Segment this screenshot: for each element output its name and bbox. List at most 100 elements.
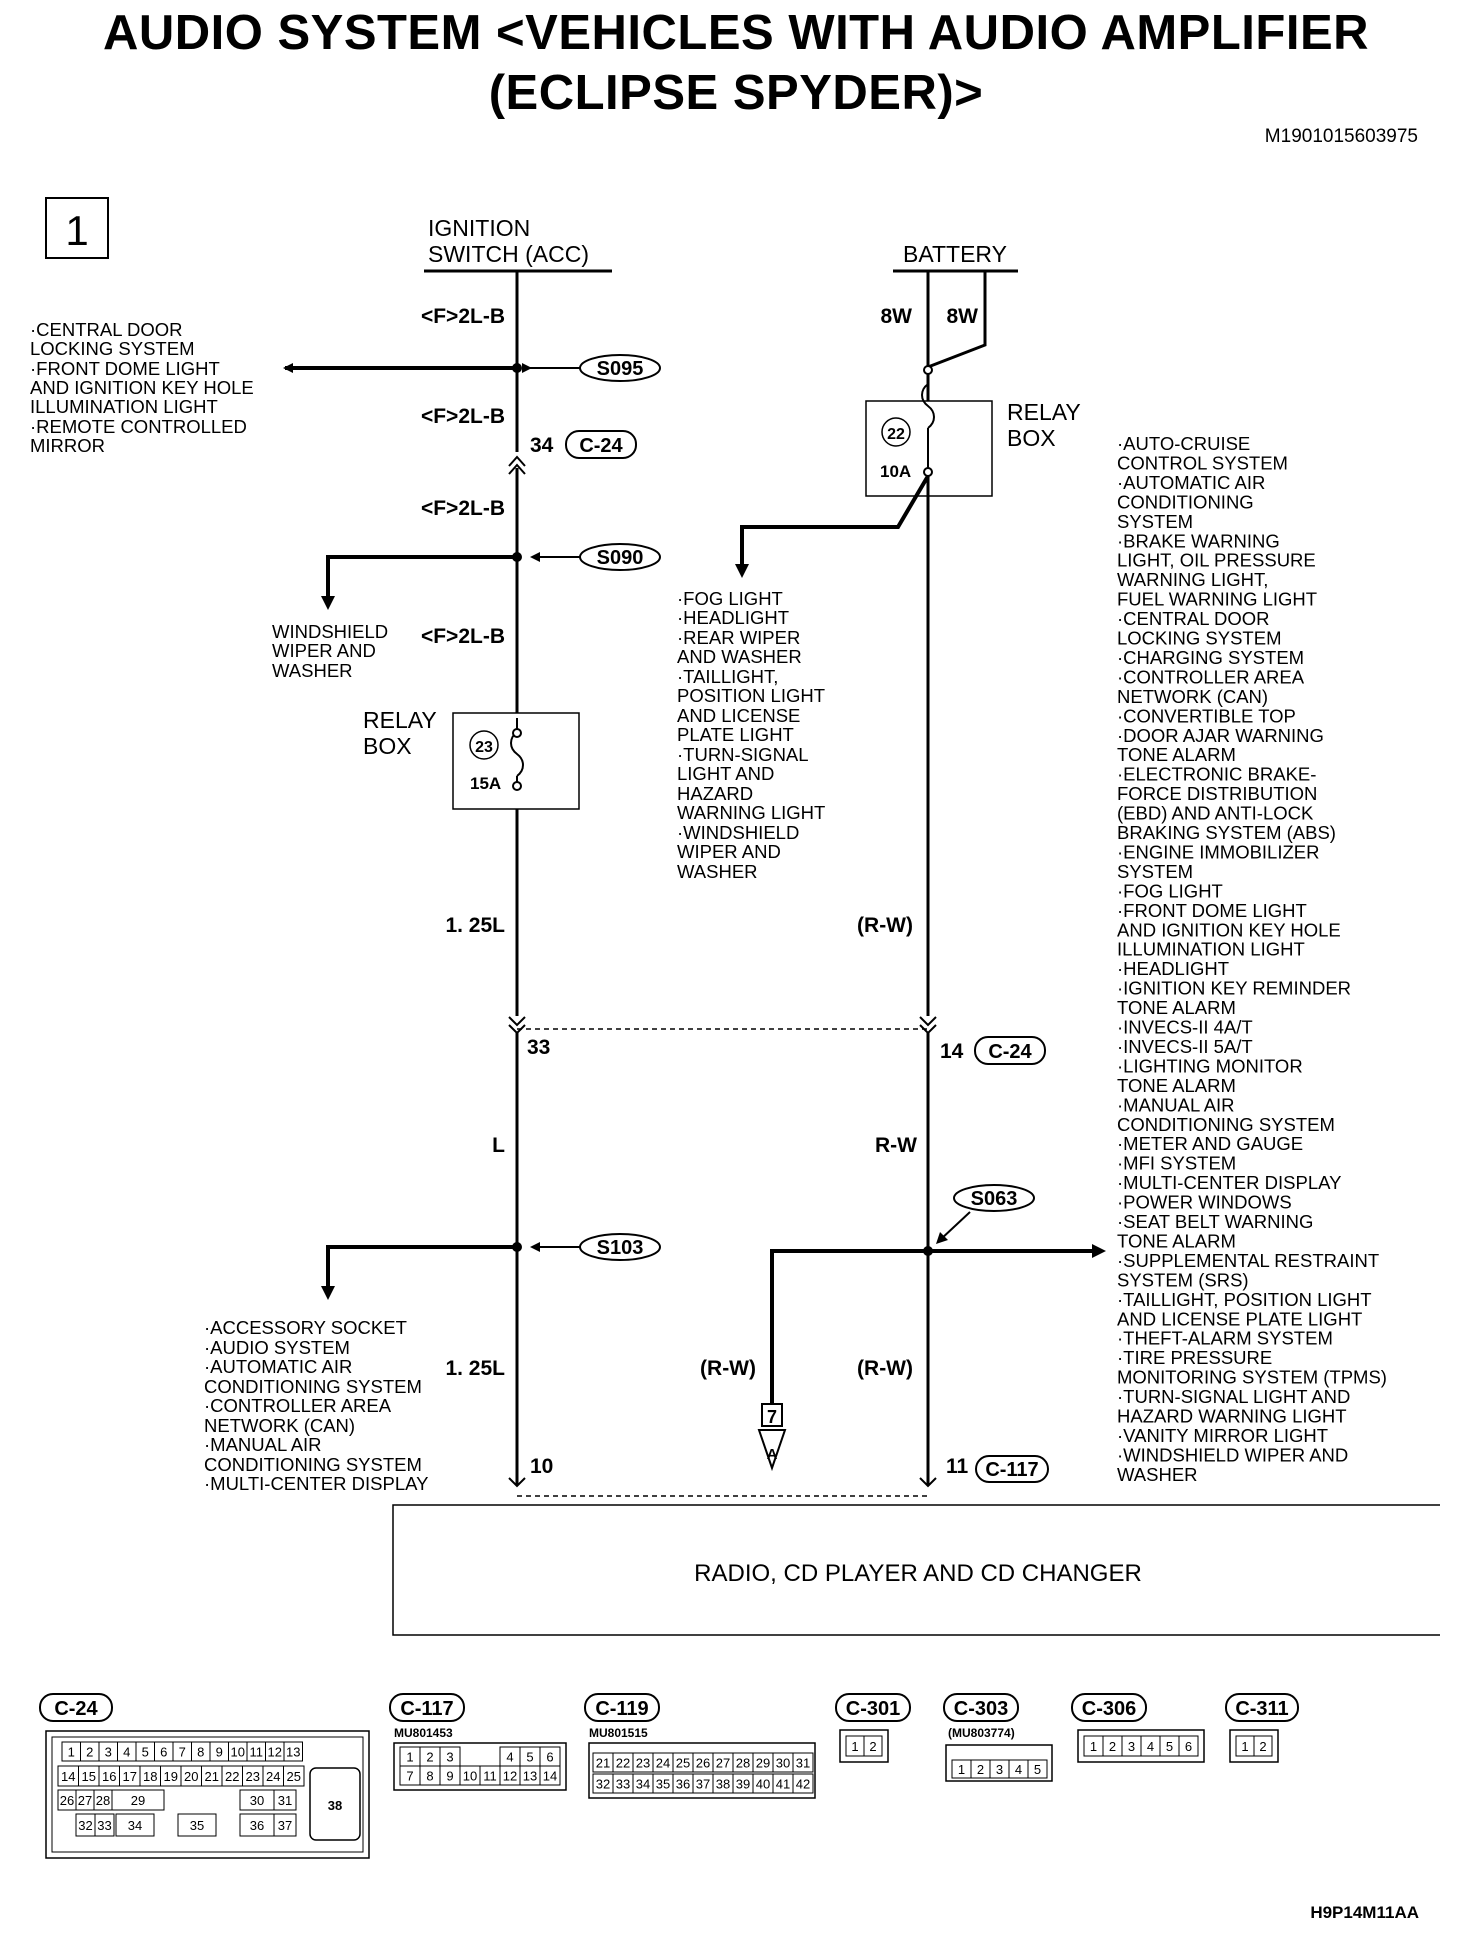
splice-label-s063: S063	[971, 1188, 1018, 1210]
svg-text:·MANUAL AIR: ·MANUAL AIR	[204, 1434, 322, 1455]
pin-number: 2	[86, 1745, 93, 1760]
connector-tag-c117	[975, 1455, 1049, 1483]
list-s063-line: LOCKING SYSTEM	[1117, 628, 1281, 649]
pin-cell	[273, 1813, 297, 1837]
svg-text:MU801515: MU801515	[589, 1726, 648, 1740]
pin-number: 26	[696, 1756, 710, 1771]
arrow-s103	[321, 1286, 335, 1300]
pin-number: 11	[250, 1745, 264, 1760]
pin-number: 27	[78, 1793, 92, 1808]
list-s063-line: SYSTEM	[1117, 511, 1193, 532]
list-s063-line: ·CHARGING SYSTEM	[1117, 647, 1304, 668]
splice-tag-s090	[579, 543, 661, 571]
ref-box	[761, 1403, 783, 1427]
pin-number: 29	[131, 1793, 145, 1808]
svg-text:·REAR WIPER: ·REAR WIPER	[677, 627, 800, 648]
list-s063-line: WARNING LIGHT,	[1117, 569, 1268, 590]
pin-number: 31	[278, 1793, 292, 1808]
list-s063-line: LIGHT, OIL PRESSURE	[1117, 550, 1316, 571]
pin-number: 3	[1128, 1739, 1135, 1754]
list-s063-line: ·ENGINE IMMOBILIZER	[1117, 841, 1320, 862]
wire-label-rw-paren-2: (R-W)	[857, 1357, 913, 1380]
wire-label-f2lb-4: <F>2L-B	[421, 625, 505, 648]
pin-number: 4	[1015, 1762, 1022, 1777]
svg-text:C-306: C-306	[1082, 1698, 1136, 1720]
pin-number: 42	[796, 1777, 810, 1792]
pin-number: 9	[446, 1769, 453, 1784]
pin-cell	[283, 1741, 303, 1762]
pin-number: 36	[676, 1777, 690, 1792]
svg-text:·CENTRAL DOOR: ·CENTRAL DOOR	[30, 319, 182, 340]
splice-label-s095: S095	[597, 358, 644, 380]
pin-number: 8	[197, 1745, 204, 1760]
fuse-rating-15a: 15A	[470, 774, 501, 793]
pin-number: 1	[1090, 1739, 1097, 1754]
list-s063-line: BRAKING SYSTEM (ABS)	[1117, 822, 1336, 843]
pin-number: 7	[179, 1745, 186, 1760]
list-s063-line: ·THEFT-ALARM SYSTEM	[1117, 1328, 1333, 1349]
list-s063-line: ·METER AND GAUGE	[1117, 1133, 1303, 1154]
wire-label-f2lb-3: <F>2L-B	[421, 497, 505, 520]
list-s063-line: NETWORK (CAN)	[1117, 686, 1268, 707]
pin-cell	[111, 1789, 165, 1811]
pin-cell	[1178, 1735, 1199, 1757]
pin-number: 35	[190, 1818, 204, 1833]
pin-number: 24	[656, 1756, 670, 1771]
list-s063-line: ·CENTRAL DOOR	[1117, 608, 1269, 629]
pin-number: 23	[636, 1756, 650, 1771]
pin-cell	[1027, 1759, 1048, 1779]
pin-cell	[94, 1813, 115, 1837]
pin-number: 21	[596, 1756, 610, 1771]
pin-number: 34	[128, 1818, 142, 1833]
svg-text:CONDITIONING SYSTEM: CONDITIONING SYSTEM	[204, 1376, 422, 1397]
list-s095: ·CENTRAL DOOR LOCKING SYSTEM ·FRONT DOME…	[30, 319, 254, 456]
svg-text:PLATE LIGHT: PLATE LIGHT	[677, 724, 794, 745]
pin-number: 6	[546, 1750, 553, 1765]
list-s063-line: ·FOG LIGHT	[1117, 880, 1223, 901]
wire-label-125l-1: 1. 25L	[445, 914, 505, 937]
connector-label-c117: C-117	[985, 1459, 1038, 1481]
wire-label-rw-paren-3: (R-W)	[700, 1357, 756, 1380]
pin-number: 12	[268, 1745, 282, 1760]
svg-text:HAZARD: HAZARD	[677, 783, 753, 804]
wire-label-f2lb-1: <F>2L-B	[421, 305, 505, 328]
arrow-s063-right	[1092, 1244, 1106, 1258]
pin-number: 37	[696, 1777, 710, 1792]
relay-box-right-label-1: RELAY	[1007, 399, 1081, 425]
svg-text:LIGHT AND: LIGHT AND	[677, 763, 774, 784]
pin-cell	[792, 1773, 814, 1794]
svg-text:·MULTI-CENTER DISPLAY: ·MULTI-CENTER DISPLAY	[204, 1473, 428, 1494]
battery-wire-8w-right	[927, 271, 987, 369]
footer-code: H9P14M11AA	[1310, 1903, 1419, 1922]
wire-label-8w-left: 8W	[881, 305, 913, 328]
pin-number: 4	[1147, 1739, 1154, 1754]
svg-text:·FRONT DOME LIGHT: ·FRONT DOME LIGHT	[30, 358, 220, 379]
relay-box-right-label-2: BOX	[1007, 425, 1056, 451]
svg-text:·WINDSHIELD: ·WINDSHIELD	[677, 822, 799, 843]
wire-label-125l-2: 1. 25L	[445, 1357, 505, 1380]
pin-11: 11	[946, 1455, 969, 1478]
pin-number: 28	[96, 1793, 110, 1808]
svg-text:·HEADLIGHT: ·HEADLIGHT	[677, 607, 789, 628]
pin-number: 17	[123, 1769, 137, 1784]
arrow-s090	[321, 596, 335, 610]
pin-number: 30	[250, 1793, 264, 1808]
branch-fuse22	[740, 474, 930, 566]
pin-number: 37	[278, 1818, 292, 1833]
pointer-s063	[939, 1211, 971, 1241]
connector-tag-c24-top	[565, 430, 637, 459]
svg-text:WARNING LIGHT: WARNING LIGHT	[677, 802, 825, 823]
list-s063-line: ·TIRE PRESSURE	[1117, 1347, 1272, 1368]
arrow-fuse22	[735, 564, 749, 578]
svg-text:C-303: C-303	[954, 1698, 1008, 1720]
ref-box-number: 7	[767, 1407, 777, 1427]
pin-number: 35	[656, 1777, 670, 1792]
wire-label-8w-right: 8W	[947, 305, 979, 328]
pin-number: 33	[616, 1777, 630, 1792]
ref-box-letter: A	[767, 1446, 778, 1463]
pin-number: 16	[102, 1769, 116, 1784]
list-s063-line: TONE ALARM	[1117, 744, 1236, 765]
